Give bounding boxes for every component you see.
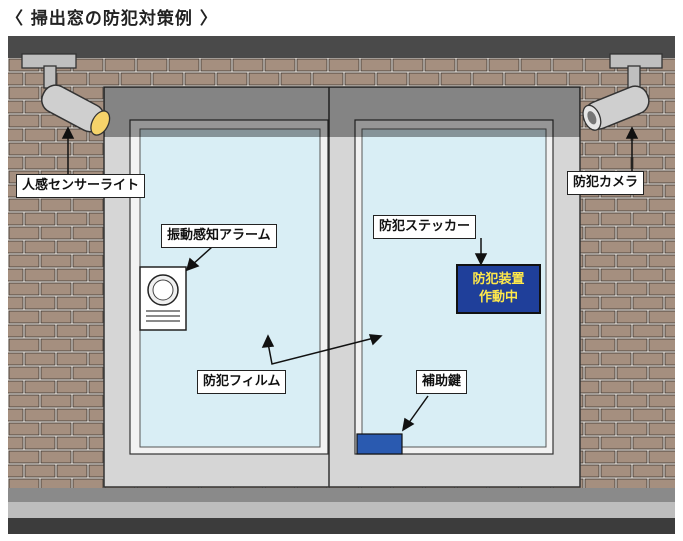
page-title: 〈 掃出窓の防犯対策例 〉 bbox=[6, 9, 218, 29]
sensor-light-device bbox=[21, 53, 111, 136]
auxiliary-lock bbox=[356, 433, 403, 455]
label-sensor-light: 人感センサーライト bbox=[16, 174, 146, 198]
vibration-alarm-device bbox=[139, 266, 187, 331]
label-security-camera: 防犯カメラ bbox=[567, 171, 645, 195]
sticker-line-2: 作動中 bbox=[478, 290, 518, 305]
eave bbox=[8, 36, 675, 58]
security-sticker: 防犯装置 作動中 bbox=[456, 264, 541, 314]
pointer-arrows bbox=[61, 126, 639, 432]
label-security-film: 防犯フィルム bbox=[197, 370, 287, 394]
label-auxiliary-lock: 補助鍵 bbox=[416, 370, 468, 394]
label-vibration-alarm: 振動感知アラーム bbox=[161, 224, 277, 248]
ground-ledge bbox=[8, 488, 675, 502]
eave-shadow bbox=[104, 87, 580, 137]
ground bbox=[8, 518, 675, 534]
sticker-line-1: 防犯装置 bbox=[472, 272, 525, 287]
security-camera-device bbox=[582, 53, 663, 131]
label-security-sticker: 防犯ステッカー bbox=[373, 215, 477, 239]
